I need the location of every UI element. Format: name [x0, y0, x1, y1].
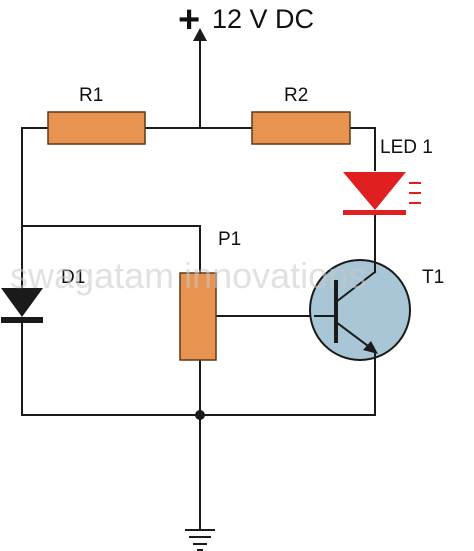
diode-triangle	[1, 288, 43, 317]
arrow-up-icon	[193, 28, 207, 41]
led-bar	[343, 210, 406, 215]
junction-dot	[195, 410, 205, 420]
diode-d1: D1	[1, 267, 85, 323]
diode-label: D1	[61, 267, 85, 288]
transistor-t1: T1	[309, 259, 444, 361]
diode-cathode-bar	[1, 317, 43, 323]
plus-sign: +	[178, 0, 200, 41]
led-triangle	[343, 172, 406, 210]
resistor-r2: R2	[251, 85, 351, 145]
pot-body	[179, 272, 217, 361]
supply-label: 12 V DC	[212, 4, 314, 34]
watermark: swagatam innovations	[10, 255, 366, 296]
resistor-r1-body	[47, 111, 146, 145]
transistor-label: T1	[422, 267, 444, 288]
led-label: LED 1	[380, 137, 433, 158]
led-light-rays-icon	[409, 182, 421, 204]
resistor-r2-body	[251, 111, 351, 145]
potentiometer-p1: P1	[179, 229, 241, 361]
resistor-r1-label: R1	[79, 85, 103, 106]
led-1: LED 1	[343, 137, 433, 215]
resistor-r2-label: R2	[284, 85, 308, 106]
transistor-emitter	[334, 320, 374, 351]
ground-icon	[185, 529, 215, 551]
emitter-arrow-icon	[363, 341, 378, 354]
resistor-r1: R1	[47, 85, 146, 145]
transistor-collector	[334, 270, 377, 304]
supply-terminal: + 12 V DC	[178, 0, 314, 41]
pot-label: P1	[218, 229, 241, 250]
